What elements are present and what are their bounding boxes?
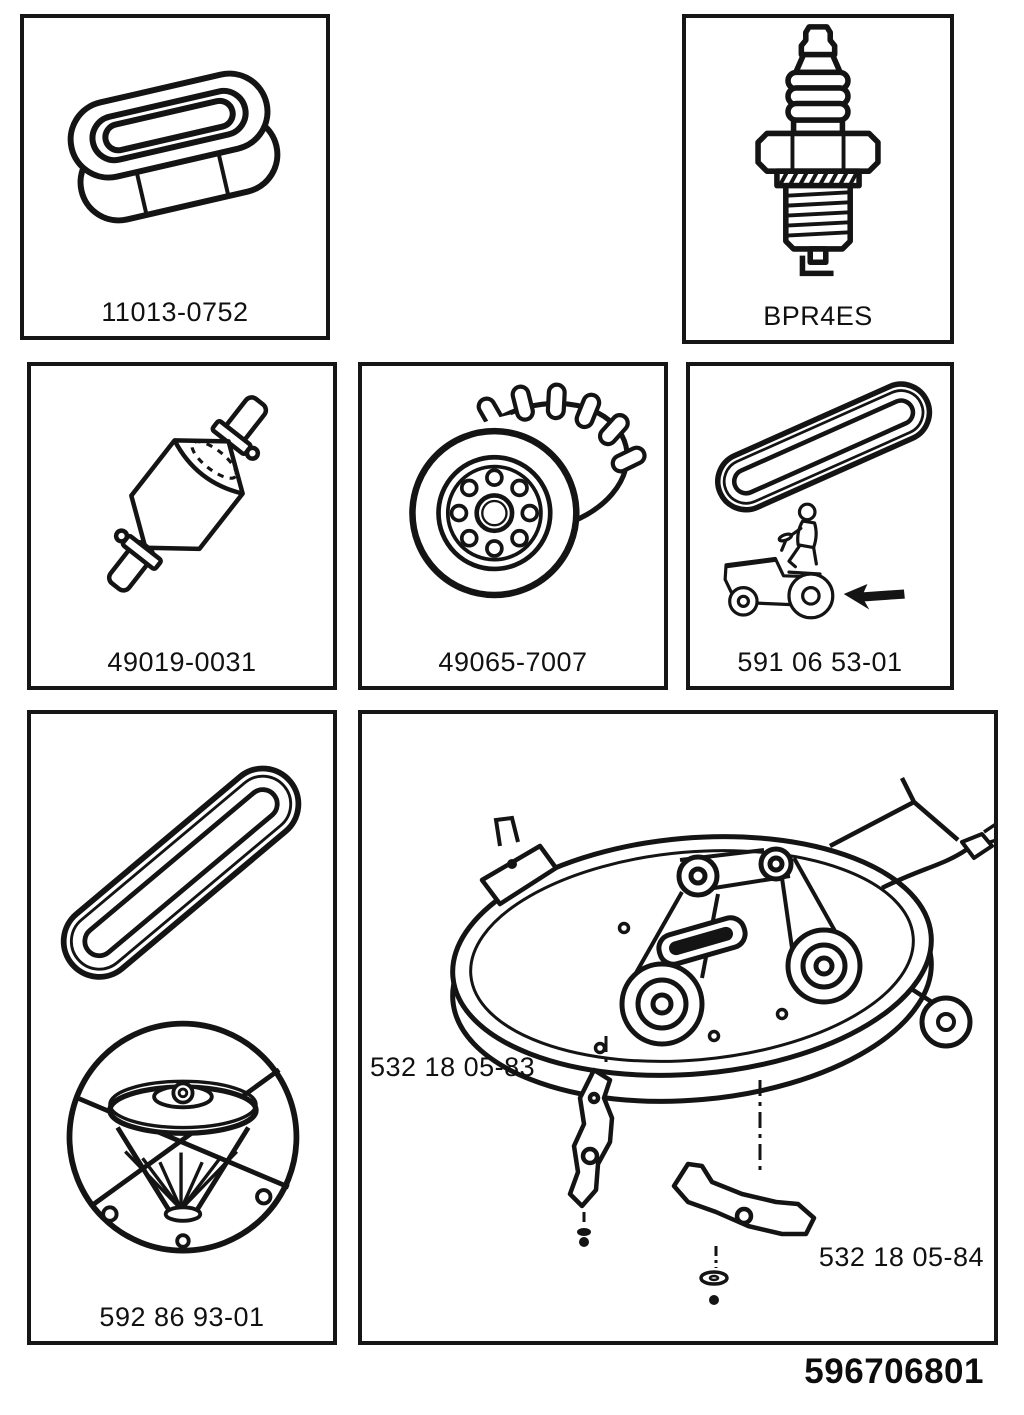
document-number: 596706801 xyxy=(804,1352,984,1391)
fuel-filter-icon xyxy=(106,395,269,593)
panel-spark-plug: BPR4ES xyxy=(682,14,954,344)
panel-drive-belt: 591 06 53-01 xyxy=(686,362,954,690)
mower-deck-icon xyxy=(450,776,994,1305)
part-number-label: BPR4ES xyxy=(763,301,873,331)
air-filter-icon xyxy=(67,70,281,224)
blade-left-icon xyxy=(567,1067,615,1209)
spark-plug-icon xyxy=(755,24,881,277)
drive-belt-icon xyxy=(715,381,933,620)
riding-mower-icon xyxy=(723,502,835,620)
arrow-left-icon xyxy=(843,584,905,610)
part-number-label: 49019-0031 xyxy=(107,647,257,677)
blade-right-part-number-label: 532 18 05-84 xyxy=(818,1242,984,1272)
deck-belt-spindle-icon xyxy=(60,765,302,1254)
panel-fuel-filter: 49019-0031 xyxy=(27,362,337,690)
panel-air-filter: 11013-0752 xyxy=(20,14,330,340)
oil-filter-icon xyxy=(409,382,647,599)
bolt-icon xyxy=(709,1295,719,1305)
panel-mower-deck: 532 18 05-83 532 18 05-84 xyxy=(358,710,998,1345)
panel-deck-belt-spindle: 592 86 93-01 xyxy=(27,710,337,1345)
part-number-label: 591 06 53-01 xyxy=(737,647,903,677)
blade-right-icon xyxy=(671,1161,817,1237)
part-number-label: 11013-0752 xyxy=(101,297,249,327)
washer-icon xyxy=(699,1270,729,1286)
part-number-label: 49065-7007 xyxy=(438,647,588,677)
panel-oil-filter: 49065-7007 xyxy=(358,362,668,690)
part-number-label: 592 86 93-01 xyxy=(99,1302,265,1332)
blade-left-part-number-label: 532 18 05-83 xyxy=(370,1052,536,1082)
